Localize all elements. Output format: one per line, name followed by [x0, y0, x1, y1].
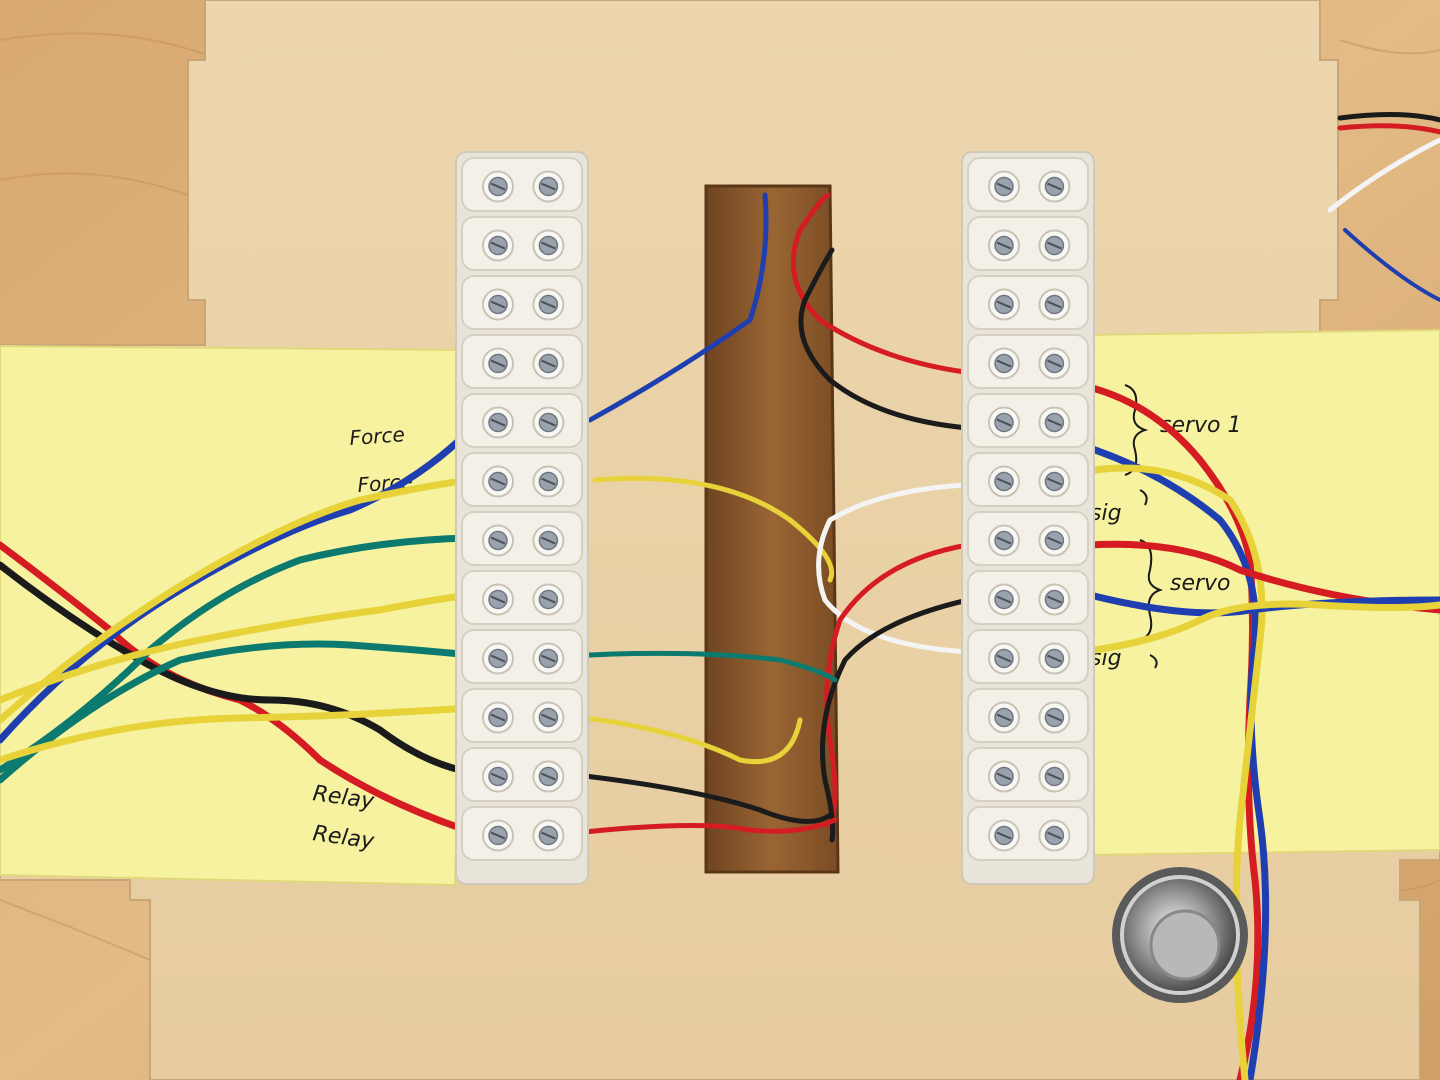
- wire-black-left-bundle: [0, 561, 464, 774]
- right-screw-slot: [996, 182, 1012, 191]
- left-screw-slot: [541, 241, 556, 250]
- left-screw-slot: [541, 654, 556, 663]
- left-screw-slot: [541, 182, 556, 191]
- wire-slot: [704, 184, 840, 874]
- right-screw-slot: [1047, 182, 1062, 191]
- wire-black-cross-top: [798, 247, 971, 431]
- wire-red-cross-top: [790, 192, 968, 375]
- left-screw-slot: [490, 595, 506, 604]
- wire-top-right-black: [1337, 111, 1440, 123]
- left-screw-slot: [541, 536, 556, 545]
- right-screw-slot: [996, 418, 1012, 427]
- note-label-sig-1: sig: [1090, 501, 1122, 526]
- terminal-block-right: [961, 151, 1095, 885]
- wire-red-cross-mid: [824, 542, 971, 829]
- left-screw-slot: [541, 477, 556, 486]
- right-screw-slot: [1047, 241, 1062, 250]
- right-screw-slot: [1047, 418, 1062, 427]
- right-screw-slot: [996, 772, 1012, 781]
- table-grain: [0, 32, 1440, 961]
- left-screw-slot: [490, 772, 506, 781]
- left-screw-slot: [490, 831, 506, 840]
- wire-green-cross: [587, 650, 838, 683]
- right-screw-slot: [996, 477, 1012, 486]
- left-screw-slot: [490, 713, 506, 722]
- note-label-force-1: Force: [349, 422, 406, 450]
- right-screw-slot: [1047, 536, 1062, 545]
- left-screw-slot: [541, 300, 556, 309]
- right-screw-slot: [996, 300, 1012, 309]
- sticky-note-left: [0, 344, 472, 887]
- right-screw-slot: [1047, 477, 1062, 486]
- wire-top-right-blue: [1343, 228, 1440, 302]
- note-label-servo-2: servo: [1170, 571, 1231, 596]
- left-screw-slot: [490, 654, 506, 663]
- right-screw-slot: [996, 595, 1012, 604]
- wire-yellow-right-2: [1091, 600, 1440, 654]
- wire-top-right-red: [1337, 123, 1440, 135]
- wire-top-right-white: [1327, 137, 1440, 213]
- right-screw-slot: [1047, 772, 1062, 781]
- wire-blue-cross: [587, 192, 769, 423]
- wire-white-cross: [816, 482, 971, 655]
- left-screw-slot: [541, 359, 556, 368]
- left-screw-slot: [490, 182, 506, 191]
- right-screw-slot: [996, 536, 1012, 545]
- wire-green-2: [0, 640, 474, 784]
- right-screw-slot: [1047, 300, 1062, 309]
- left-screw-slot: [541, 418, 556, 427]
- left-screw-slot: [490, 477, 506, 486]
- right-screw-slot: [996, 241, 1012, 250]
- right-screw-slot: [1047, 595, 1062, 604]
- right-screw-slot: [996, 713, 1012, 722]
- note-braces: [1124, 384, 1164, 669]
- wire-red-cross-low: [582, 817, 838, 835]
- wire-yellow-2: [0, 591, 474, 704]
- push-button[interactable]: [1112, 867, 1248, 1003]
- left-screw-slot: [541, 713, 556, 722]
- right-screw-slot: [996, 831, 1012, 840]
- push-button-cap: [1149, 909, 1221, 981]
- left-screw-slot: [490, 536, 506, 545]
- wire-yellow-cross: [592, 475, 835, 583]
- wires: [0, 111, 1440, 1080]
- wire-yellow-cross-low: [582, 715, 803, 765]
- wire-blue-right-2: [1086, 591, 1440, 617]
- right-screw-slot: [996, 359, 1012, 368]
- wire-black-cross-low: [582, 773, 833, 824]
- wire-yellow-3: [0, 704, 474, 764]
- right-screw-slot: [996, 654, 1012, 663]
- wire-blue-right-1: [1076, 441, 1270, 1080]
- right-screw-slot: [1047, 713, 1062, 722]
- right-screw-slot: [1047, 359, 1062, 368]
- right-screw-slot: [1047, 831, 1062, 840]
- wire-blue-force: [0, 426, 474, 744]
- wire-black-cross-mid: [820, 597, 971, 843]
- left-screw-slot: [541, 772, 556, 781]
- terminal-block-left: [455, 151, 589, 885]
- right-screw-slot: [1047, 654, 1062, 663]
- left-screw-slot: [490, 359, 506, 368]
- left-screw-slot: [541, 595, 556, 604]
- wire-yellow-force: [0, 476, 474, 724]
- left-screw-slot: [490, 241, 506, 250]
- left-screw-slot: [490, 418, 506, 427]
- left-screw-slot: [541, 831, 556, 840]
- left-screw-slot: [490, 300, 506, 309]
